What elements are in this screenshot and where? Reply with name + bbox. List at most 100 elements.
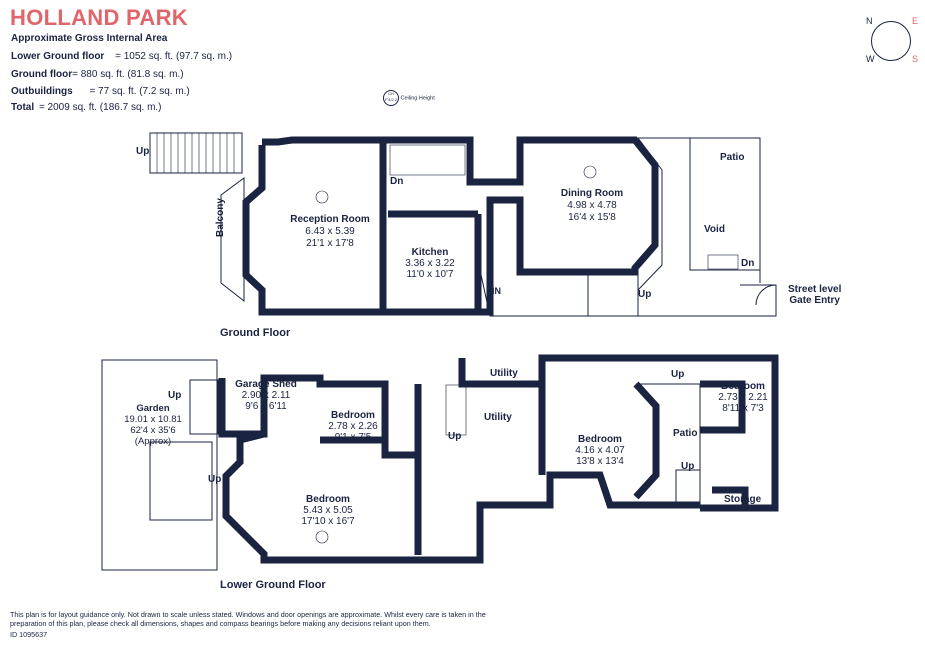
compass-n: N [866, 16, 873, 26]
room-bedroom-small: Bedroom 2.78 x 2.26 9'1 x 7'5 [320, 410, 386, 443]
room-name: Garage Shed [235, 379, 297, 390]
room-imperial: 62'4 x 35'6 [130, 425, 176, 436]
label-up: Up [136, 146, 150, 157]
room-imperial: 21'1 x 17'8 [306, 238, 354, 249]
area-row-lower: Lower Ground floor = 1052 sq. ft. (97.7 … [11, 51, 232, 62]
reception-walls [242, 136, 387, 316]
room-bedroom-main: Bedroom 5.43 x 5.05 17'10 x 16'7 [288, 494, 368, 527]
lower-left-walls [218, 374, 420, 459]
ground-right-walls [383, 136, 659, 316]
label-up-street: Up [638, 289, 652, 300]
area-row-ground: Ground floor= 880 sq. ft. (81.8 sq. m.) [11, 69, 184, 80]
area-value: = 77 sq. ft. (7.2 sq. m.) [89, 86, 190, 97]
lower-top-walls [458, 354, 779, 512]
room-imperial: 17'10 x 16'7 [301, 516, 355, 527]
logo-icon [871, 21, 911, 61]
lower-patio-label: Patio [673, 428, 698, 439]
patio-outline [638, 137, 761, 283]
room-imperial: 9'6 x 6'11 [245, 401, 287, 412]
ch-key-label: Ceiling Height [400, 95, 435, 102]
area-value: = 2009 sq. ft. (186.7 sq. m.) [38, 102, 162, 113]
room-dining: Dining Room 4.98 x 4.78 16'4 x 15'8 [542, 188, 642, 224]
stair-internal [389, 144, 739, 436]
room-metric: 5.43 x 5.05 [303, 505, 353, 516]
label-up-patio-2: Up [681, 461, 695, 472]
room-metric: 19.01 x 10.81 [124, 414, 182, 425]
disclaimer-text: This plan is for layout guidance only. N… [10, 610, 486, 628]
compass-s: S [912, 54, 919, 64]
ch-markers [315, 165, 597, 544]
room-bedroom-right: Bedroom 2.73 x 2.21 8'11 x 7'3 [712, 381, 774, 414]
room-name: Reception Room [290, 214, 370, 225]
label-dn: Dn [390, 176, 404, 187]
street-label: Street level [788, 284, 842, 295]
room-garage-shed: Garage Shed 2.90 x 2.11 9'6 x 6'11 [230, 379, 302, 412]
room-metric: 2.73 x 2.21 [718, 392, 768, 403]
room-name: Bedroom [578, 434, 622, 445]
ch-mark-icon: CH F'4/2.2 [383, 90, 399, 106]
label-up-patio: Up [671, 369, 685, 380]
area-row-total: Total = 2009 sq. ft. (186.7 sq. m.) [11, 102, 162, 113]
room-metric: 2.78 x 2.26 [328, 421, 378, 432]
room-metric: 2.90 x 2.11 [241, 390, 291, 401]
lower-bottom-walls [222, 430, 700, 564]
room-metric: 4.16 x 4.07 [575, 445, 625, 456]
void-label: Void [704, 224, 725, 235]
label-up-lower: Up [448, 431, 462, 442]
balcony-outline [220, 177, 245, 303]
room-reception: Reception Room 6.43 x 5.39 21'1 x 17'8 [270, 214, 390, 250]
garden-outline [101, 359, 218, 571]
room-imperial: 8'11 x 7'3 [722, 403, 764, 414]
utility-label-2: Utility [484, 412, 512, 423]
area-row-outbuildings: Outbuildings = 77 sq. ft. (7.2 sq. m.) [11, 86, 190, 97]
room-imperial: 16'4 x 15'8 [568, 212, 616, 223]
compass-icon: N E W S [862, 16, 922, 66]
stair-up-street [587, 271, 639, 317]
room-name: Garden [136, 403, 170, 414]
gate-arc [755, 284, 777, 306]
storage-label: Storage [724, 494, 762, 505]
balcony-label: Balcony [215, 198, 226, 237]
room-name: Dining Room [560, 188, 624, 199]
plan-id: ID 1095637 [10, 630, 48, 639]
ground-patio-label: Patio [720, 152, 745, 163]
area-label: Ground floor [11, 69, 73, 80]
room-garden: Garden 19.01 x 10.81 62'4 x 35'6 (Approx… [118, 403, 188, 447]
room-name: Bedroom [721, 381, 765, 392]
property-title: HOLLAND PARK [10, 5, 188, 30]
stair-garden-small [189, 379, 219, 435]
room-metric: 4.98 x 4.78 [567, 200, 617, 211]
label-in: IN [492, 286, 501, 296]
utility-label-1: Utility [490, 368, 518, 379]
room-bedroom-mid: Bedroom 4.16 x 4.07 13'8 x 13'4 [560, 434, 640, 467]
room-name: Kitchen [411, 247, 449, 258]
area-label: Lower Ground floor [11, 51, 105, 62]
ceiling-height-key: CH F'4/2.2 Ceiling Height [383, 90, 435, 106]
stair-up-left [149, 132, 243, 174]
area-value: = 880 sq. ft. (81.8 sq. m.) [72, 69, 184, 80]
stair-treads [156, 133, 235, 173]
stair-garden [149, 441, 213, 521]
floor-label-lower: Lower Ground Floor [220, 579, 326, 591]
street-entry: Street level Gate Entry [788, 284, 841, 306]
area-label: Outbuildings [11, 86, 73, 97]
room-imperial: 11'0 x 10'7 [406, 269, 454, 280]
label-dn-2: Dn [741, 258, 755, 269]
area-label: Total [11, 102, 35, 113]
compass-w: W [866, 54, 875, 64]
room-imperial: 9'1 x 7'5 [334, 432, 372, 443]
room-note: (Approx) [134, 436, 172, 447]
label-up-garden: Up [168, 390, 182, 401]
room-name: Bedroom [306, 494, 350, 505]
floor-label-ground: Ground Floor [220, 327, 291, 339]
room-name: Bedroom [331, 410, 375, 421]
area-value: = 1052 sq. ft. (97.7 sq. m.) [115, 51, 233, 62]
room-kitchen: Kitchen 3.36 x 3.22 11'0 x 10'7 [380, 247, 480, 280]
walls [218, 136, 779, 564]
compass-e: E [912, 16, 919, 26]
gate-label: Gate Entry [789, 295, 840, 306]
room-metric: 3.36 x 3.22 [405, 258, 455, 269]
room-metric: 6.43 x 5.39 [305, 226, 355, 237]
room-imperial: 13'8 x 13'4 [576, 456, 624, 467]
